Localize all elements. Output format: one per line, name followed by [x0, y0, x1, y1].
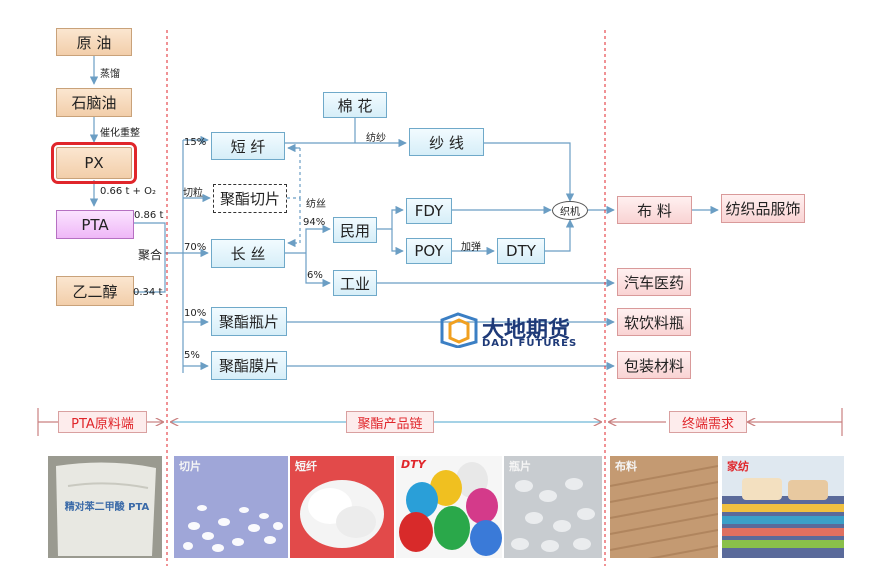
band-end-demand: 终端需求	[669, 411, 747, 433]
node-yarn: 纱 线	[409, 128, 484, 156]
photo-home-textiles: 家纺	[722, 456, 844, 558]
photo-chips: 切片	[174, 456, 288, 558]
node-pta: PTA	[56, 210, 134, 239]
label-texturizing: 加弹	[461, 242, 481, 253]
node-garments: 纺织品服饰	[721, 194, 805, 223]
node-industrial: 工业	[333, 270, 377, 296]
label-pct-filament: 70%	[184, 242, 207, 253]
photo-fabric: 布料	[610, 456, 718, 558]
label-pct-industrial: 6%	[307, 270, 323, 281]
node-civil: 民用	[333, 217, 377, 243]
label-pct-film: 5%	[184, 350, 200, 361]
band-polyester-chain: 聚酯产品链	[346, 411, 434, 433]
label-pct-civil: 94%	[303, 217, 326, 228]
node-packaging: 包装材料	[617, 351, 691, 379]
band-pta-raw-materials: PTA原料端	[58, 411, 147, 433]
logo-text-cn: 大地期货	[482, 318, 571, 343]
dadi-futures-logo-icon	[440, 312, 478, 348]
node-naphtha: 石脑油	[56, 88, 132, 117]
node-loom: 织机	[552, 201, 588, 220]
label-polymerization: 聚合	[138, 246, 163, 263]
photo-bag-text: 精对苯二甲酸 PTA	[64, 502, 150, 513]
photo-staple-fiber: 短纤	[290, 456, 394, 558]
node-poy: POY	[406, 238, 452, 264]
photo-caption-dty: DTY	[401, 458, 426, 471]
node-crude-oil: 原 油	[56, 28, 132, 56]
label-meg-ratio: 0.34 t	[133, 287, 163, 298]
node-dty: DTY	[497, 238, 545, 264]
label-pta-ratio: 0.86 t	[134, 210, 164, 221]
photo-caption-bottle: 瓶片	[509, 460, 531, 473]
node-beverage-bottles: 软饮料瓶	[617, 308, 691, 336]
photo-dty-spools: DTY	[396, 456, 502, 558]
label-catalytic-reforming: 催化重整	[100, 128, 140, 139]
node-film-chips: 聚酯膜片	[211, 351, 287, 380]
logo-text-en: DADI FUTURES	[482, 338, 578, 349]
node-ethylene-glycol: 乙二醇	[56, 276, 134, 306]
photo-caption-staple: 短纤	[295, 460, 317, 473]
label-spin-from-chips: 纺丝	[306, 199, 326, 210]
node-staple-fiber: 短 纤	[211, 132, 285, 160]
label-oxidation-ratio: 0.66 t + O₂	[100, 186, 156, 197]
node-cotton: 棉 花	[323, 92, 387, 118]
photo-bottle-chips: 瓶片	[504, 456, 602, 558]
photo-caption-home: 家纺	[727, 460, 749, 473]
label-spinning: 纺纱	[366, 133, 386, 144]
node-filament: 长 丝	[211, 239, 285, 268]
photo-pta-bag: 精对苯二甲酸 PTA	[48, 456, 162, 558]
label-pct-staple: 15%	[184, 137, 207, 148]
photo-caption-chips: 切片	[179, 460, 201, 473]
photo-caption-fabric: 布料	[615, 460, 637, 473]
node-fdy: FDY	[406, 198, 452, 224]
node-polyester-chips: 聚酯切片	[213, 184, 287, 213]
node-fabric: 布 料	[617, 196, 692, 224]
label-pct-bottle: 10%	[184, 308, 207, 319]
label-distillation: 蒸馏	[100, 69, 120, 80]
node-px: PX	[51, 142, 137, 184]
node-bottle-chips: 聚酯瓶片	[211, 307, 287, 336]
node-auto-medical: 汽车医药	[617, 268, 691, 296]
label-cut-pellets: 切粒	[183, 188, 203, 199]
